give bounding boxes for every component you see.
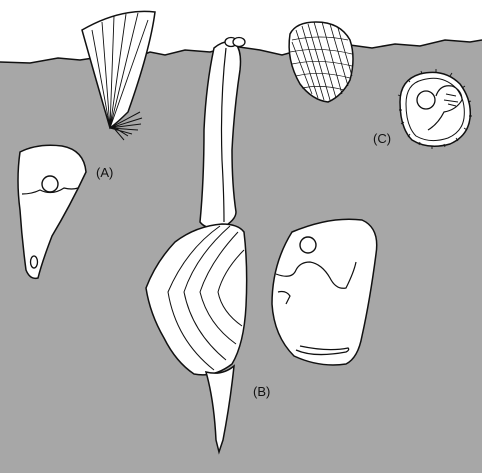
- specimen-b-buried-shell: [272, 219, 377, 365]
- label-c: (C): [373, 131, 391, 146]
- label-b: (B): [253, 384, 270, 399]
- label-a: (A): [96, 165, 113, 180]
